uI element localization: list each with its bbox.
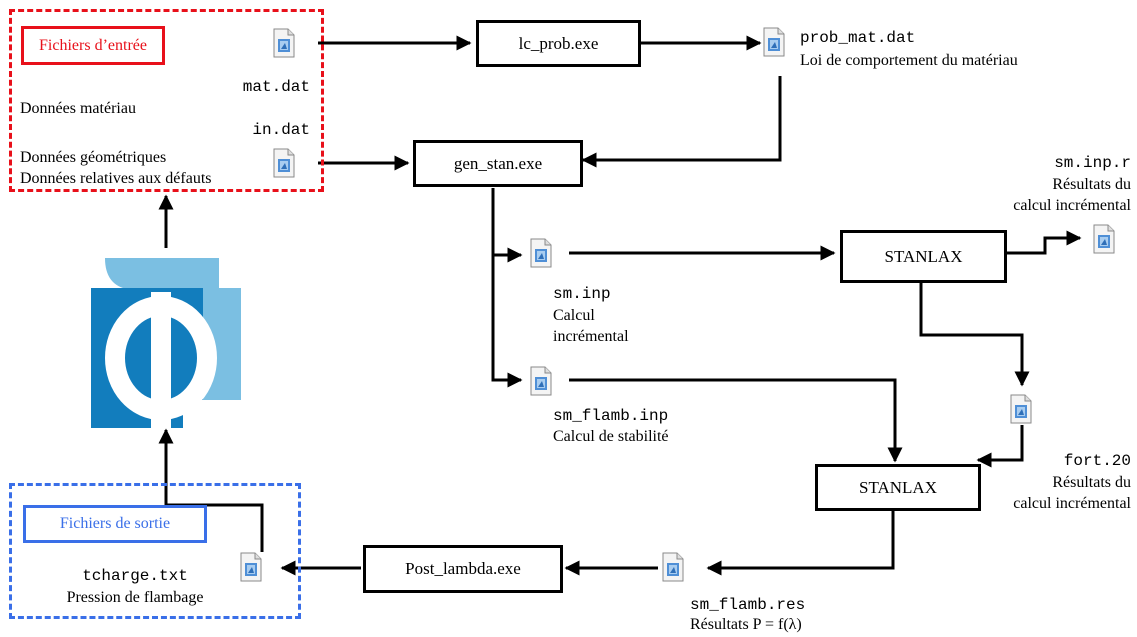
arrow-genstan-to-sminp xyxy=(491,188,523,263)
sm-inp-description-2: incrémental xyxy=(553,328,629,345)
tcharge-document-icon xyxy=(240,552,262,582)
prob-mat-filename: prob_mat.dat xyxy=(800,29,916,47)
sm-flamb-res-document-icon xyxy=(662,552,684,582)
output-files-label: Fichiers de sortie xyxy=(23,505,207,543)
sm-inp-description-1: Calcul xyxy=(553,307,595,324)
sm-inp-r-document-icon xyxy=(1093,224,1115,254)
logo-icon xyxy=(91,250,241,428)
tcharge-description: Pression de flambage xyxy=(66,589,204,606)
arrow-tcharge-to-logo xyxy=(158,428,264,552)
input-files-label: Fichiers d’entrée xyxy=(21,26,165,65)
arrow-smflamb-to-stanlax2 xyxy=(569,378,903,463)
in-dat-filename: in.dat xyxy=(252,121,310,139)
sm-flamb-inp-description: Calcul de stabilité xyxy=(553,428,669,445)
gen-stan-process-box: gen_stan.exe xyxy=(413,140,583,187)
input-files-group xyxy=(9,9,324,192)
arrow-stanlax1-to-sminpr xyxy=(1007,230,1082,255)
lc-prob-process-box: lc_prob.exe xyxy=(476,20,641,67)
output-files-group xyxy=(9,483,301,619)
mat-dat-filename: mat.dat xyxy=(242,78,310,96)
sm-flamb-res-description: Résultats P = f(λ) xyxy=(690,616,802,633)
mat-dat-document-icon xyxy=(273,28,295,58)
in-dat-description-1: Données géométriques xyxy=(20,149,167,166)
sm-flamb-inp-filename: sm_flamb.inp xyxy=(553,407,669,425)
fort20-document-icon xyxy=(1010,394,1032,424)
arrow-genstan-to-smflamb xyxy=(491,255,523,388)
post-lambda-process-box: Post_lambda.exe xyxy=(363,545,563,593)
in-dat-document-icon xyxy=(273,148,295,178)
mat-dat-description: Données matériau xyxy=(20,100,136,117)
prob-mat-document-icon xyxy=(763,27,785,57)
sm-inp-r-description-1: Résultats du xyxy=(1052,176,1131,193)
sm-inp-r-description-2: calcul incrémental xyxy=(1013,197,1131,214)
fort20-description-2: calcul incrémental xyxy=(1013,495,1131,512)
fort20-description-1: Résultats du xyxy=(1052,474,1131,491)
arrow-stanlax1-to-fort20 xyxy=(919,283,1030,387)
fort20-filename: fort.20 xyxy=(1063,452,1131,470)
arrow-probmat-to-genstan xyxy=(581,76,782,168)
sm-flamb-res-filename: sm_flamb.res xyxy=(690,596,806,614)
sm-inp-filename: sm.inp xyxy=(553,285,611,303)
sm-inp-r-filename: sm.inp.r xyxy=(1054,154,1131,172)
stanlax-incremental-process-box: STANLAX xyxy=(840,230,1007,283)
tcharge-filename: tcharge.txt xyxy=(82,567,188,585)
arrow-stanlax2-to-smflambres xyxy=(706,490,895,576)
stanlax-stability-process-box: STANLAX xyxy=(815,464,981,511)
in-dat-description-2: Données relatives aux défauts xyxy=(20,170,212,187)
sm-flamb-inp-document-icon xyxy=(530,366,552,396)
sm-inp-document-icon xyxy=(530,238,552,268)
arrow-fort20-to-stanlax2 xyxy=(976,425,1024,468)
prob-mat-description: Loi de comportement du matériau xyxy=(800,52,1018,69)
